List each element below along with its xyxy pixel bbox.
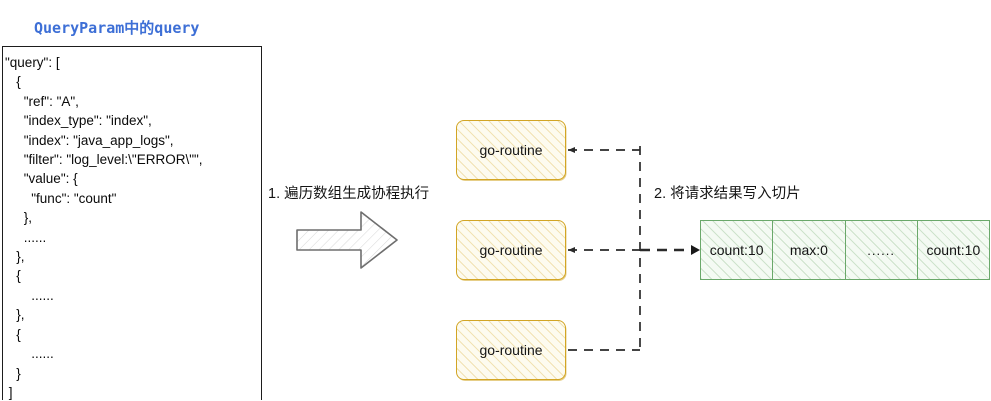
connector-arrowhead-goroutine-1: [568, 147, 575, 153]
slice-cell: ......: [846, 221, 918, 279]
slice-cell-label: ......: [867, 242, 895, 258]
json-panel-title: QueryParam中的query: [34, 19, 200, 37]
slice-cell-label: count:10: [709, 242, 764, 258]
connector-lines: [568, 146, 700, 354]
goroutine-label: go-routine: [479, 142, 543, 158]
goroutine-box: go-routine: [456, 120, 566, 180]
goroutine-box: go-routine: [456, 220, 566, 280]
connector-arrowhead-goroutine-2: [568, 247, 575, 253]
slice-cell: count:10: [701, 221, 774, 279]
goroutine-box: go-routine: [456, 320, 566, 380]
goroutine-label: go-routine: [479, 342, 543, 358]
slice-cell: max:0: [773, 221, 846, 279]
json-panel: "query": [ { "ref": "A", "index_type": "…: [2, 46, 262, 400]
connector-arrowhead-to-slice: [691, 245, 700, 255]
slice-cell-label: count:10: [926, 242, 981, 258]
step-1-label: 1. 遍历数组生成协程执行: [268, 186, 430, 202]
result-slice: count:10 max:0 ...... count:10: [700, 220, 990, 280]
json-code-block: "query": [ { "ref": "A", "index_type": "…: [5, 55, 203, 400]
slice-cell-label: max:0: [789, 242, 828, 258]
step-2-label: 2. 将请求结果写入切片: [654, 186, 801, 202]
slice-cell: count:10: [918, 221, 989, 279]
goroutine-label: go-routine: [479, 242, 543, 258]
flow-arrow-icon: [296, 211, 398, 269]
